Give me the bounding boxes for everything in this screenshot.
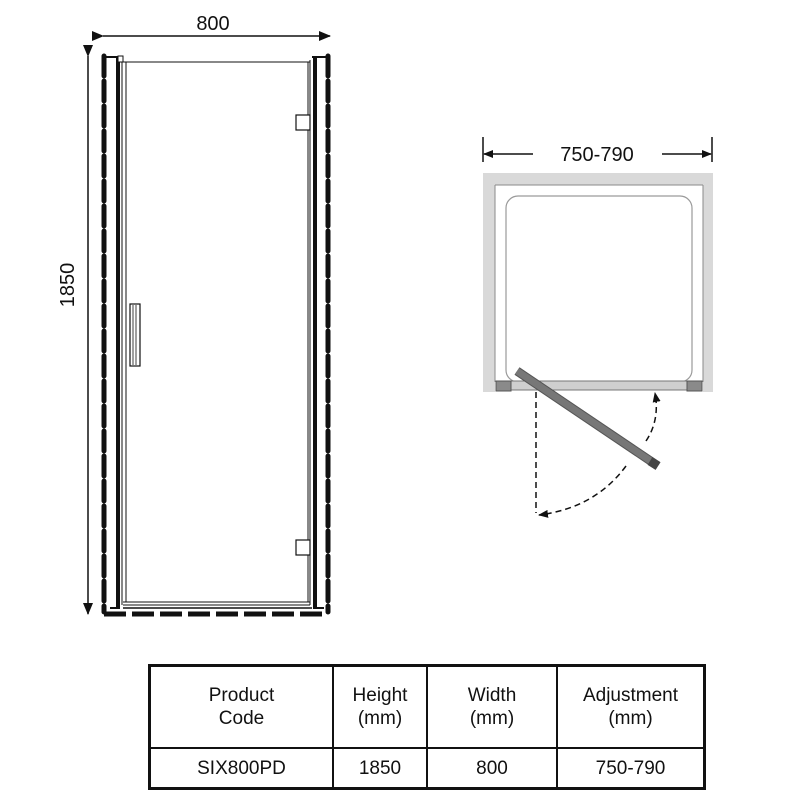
- adjustment-label: 750-790: [560, 144, 633, 166]
- spec-table: Product Code Height (mm) Width (mm) Adju…: [148, 664, 706, 790]
- upper-hinge: [295, 114, 311, 131]
- header-height: Height (mm): [332, 664, 428, 749]
- adjustment-dimension: 750-790: [482, 137, 713, 166]
- header-width: Width (mm): [426, 664, 558, 749]
- left-wall-profile: [110, 55, 124, 609]
- cell-height: 1850: [332, 747, 428, 790]
- table-row: SIX800PD 1850 800 750-790: [148, 747, 706, 790]
- cell-adjustment: 750-790: [556, 747, 706, 790]
- height-label: 1850: [57, 263, 79, 308]
- plan-view: 750-790: [482, 137, 713, 518]
- swing-arrow-opening: [538, 465, 627, 518]
- open-door-panel: [514, 367, 661, 470]
- cell-product-code: SIX800PD: [148, 747, 334, 790]
- right-profile-block: [686, 380, 703, 392]
- left-profile-block: [495, 380, 512, 392]
- spec-table-header-row: Product Code Height (mm) Width (mm) Adju…: [148, 664, 706, 749]
- door-handle: [129, 303, 141, 367]
- width-label: 800: [196, 13, 229, 35]
- shower-tray: [505, 195, 693, 383]
- cell-width: 800: [426, 747, 558, 790]
- swing-arrow-closing: [645, 392, 661, 442]
- header-adjustment: Adjustment (mm): [556, 664, 706, 749]
- width-dimension: 800: [92, 13, 331, 41]
- height-dimension: 1850: [57, 45, 93, 615]
- front-elevation: 800 1850: [57, 13, 331, 617]
- header-product-code: Product Code: [148, 664, 334, 749]
- right-wall-profile: [307, 58, 324, 609]
- lower-hinge: [295, 539, 311, 556]
- door-glass-panel: [125, 61, 309, 603]
